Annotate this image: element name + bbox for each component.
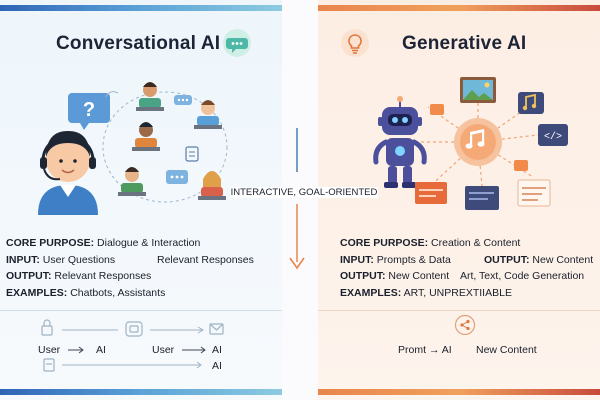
- laptop-user-icon: [118, 167, 146, 196]
- section-divider: [0, 310, 282, 311]
- input-label: INPUT:: [340, 254, 374, 266]
- generative-ai-panel: Generative AI: [318, 0, 600, 400]
- document-icon: [517, 179, 551, 207]
- examples-label: EXAMPLES:: [340, 287, 402, 299]
- section-divider: [318, 310, 600, 311]
- laptop-user-icon: [132, 122, 160, 151]
- input-row: INPUT: User Questions: [6, 253, 115, 268]
- conversational-illustration: ?: [38, 82, 228, 215]
- laptop-user-icon: [194, 100, 222, 129]
- output-value: Relevant Responses: [54, 270, 152, 282]
- top-accent-bar: [318, 5, 600, 11]
- input-value: User Questions: [42, 254, 116, 266]
- output-row: OUTPUT: New Content: [340, 269, 449, 284]
- laptop-user-icon: [198, 171, 226, 200]
- flow-ai-1: AI: [96, 344, 106, 356]
- input-output-value: New Content: [532, 254, 594, 266]
- document-icon: [465, 186, 499, 210]
- output-extra: Art, Text, Code Generation: [460, 270, 585, 282]
- document-icon: [43, 358, 55, 372]
- question-bubble-icon: ?: [68, 93, 110, 130]
- output-row: OUTPUT: Relevant Responses: [6, 269, 151, 284]
- chat-bubble-icon: [223, 29, 251, 57]
- document-icon: [415, 182, 447, 204]
- flow-prompt-label: Promt: [398, 344, 427, 356]
- chat-bubble-icon: [166, 170, 188, 184]
- mail-icon: [209, 323, 224, 335]
- top-accent-bar: [0, 5, 282, 11]
- message-icon: [125, 321, 143, 337]
- lightbulb-icon: [341, 29, 369, 57]
- examples-label: EXAMPLES:: [6, 287, 68, 299]
- svg-text:?: ?: [83, 99, 95, 121]
- image-icon: [460, 77, 496, 103]
- generative-title: Generative AI: [402, 33, 527, 54]
- bottom-accent-bar: [0, 389, 282, 395]
- output-label: OUTPUT:: [6, 270, 52, 282]
- examples-row: EXAMPLES: Chatbots, Assistants: [6, 286, 165, 301]
- bottom-accent-bar: [318, 389, 600, 395]
- input-output-row: OUTPUT: New Content: [484, 253, 593, 268]
- input-value: Prompts & Data: [376, 254, 451, 266]
- flow-result: New Content: [476, 344, 537, 356]
- music-note-icon: [518, 92, 544, 114]
- flow-ai-label: AI: [441, 344, 452, 356]
- output-value: New Content: [388, 270, 450, 282]
- chat-bubble-icon: [174, 95, 192, 105]
- output-label: OUTPUT:: [340, 270, 386, 282]
- lock-icon: [41, 319, 53, 336]
- flow-ai-2: AI: [212, 344, 222, 356]
- conversation-flow-diagram: [41, 319, 224, 372]
- input-extra: Relevant Responses: [157, 254, 254, 266]
- share-icon: [454, 314, 476, 336]
- flow-user-1: User: [38, 344, 61, 356]
- music-note-icon: [465, 129, 485, 149]
- svg-text:</>: </>: [544, 131, 562, 143]
- laptop-user-icon: [136, 82, 164, 111]
- conversational-ai-panel: Conversational AI ?: [0, 0, 282, 400]
- conversational-title: Conversational AI: [56, 33, 221, 54]
- center-label: INTERACTIVE, GOAL-ORIENTED: [230, 187, 378, 198]
- code-icon: </>: [538, 124, 568, 146]
- flow-ai-3: AI: [212, 360, 222, 372]
- message-icon: [185, 146, 199, 162]
- down-arrow-icon: [289, 257, 305, 270]
- input-row: INPUT: Prompts & Data: [340, 253, 451, 268]
- examples-value: Chatbots, Assistants: [70, 287, 166, 299]
- image-icon: [514, 160, 528, 171]
- core-purpose-row: CORE PURPOSE: Dialogue & Interaction: [6, 236, 200, 251]
- examples-row: EXAMPLES: ART, UNPREXTIIABLE: [340, 286, 512, 301]
- flow-arrow-icon: →: [428, 344, 440, 356]
- core-purpose-label: CORE PURPOSE:: [340, 237, 429, 249]
- core-purpose-value: Creation & Content: [431, 237, 521, 249]
- core-purpose-row: CORE PURPOSE: Creation & Content: [340, 236, 520, 251]
- input-output-label: OUTPUT:: [484, 254, 530, 266]
- flow-prompt: Promt → AI: [398, 344, 452, 356]
- image-icon: [430, 104, 444, 115]
- generative-illustration: </>: [373, 77, 568, 210]
- core-purpose-value: Dialogue & Interaction: [97, 237, 201, 249]
- flow-user-2: User: [152, 344, 175, 356]
- headset-agent-icon: [38, 131, 98, 215]
- examples-value: ART, UNPREXTIIABLE: [403, 287, 512, 299]
- input-label: INPUT:: [6, 254, 40, 266]
- robot-icon: [373, 96, 427, 188]
- core-purpose-label: CORE PURPOSE:: [6, 237, 95, 249]
